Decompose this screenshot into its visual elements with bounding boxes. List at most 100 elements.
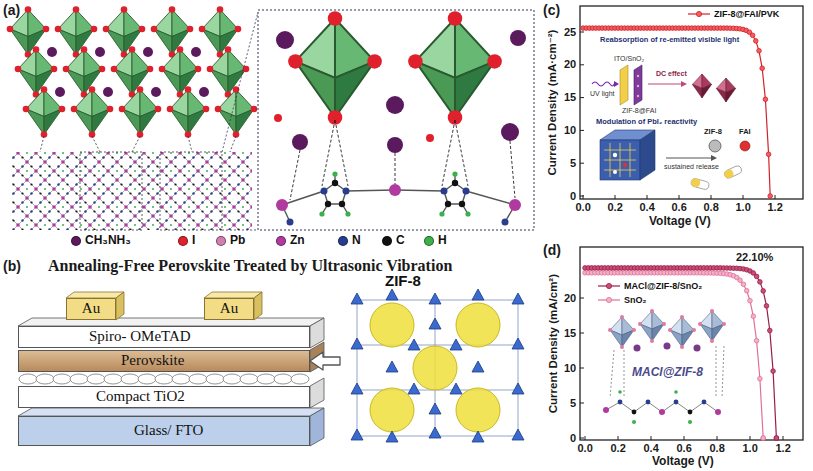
zoom-inset-part: [343, 188, 350, 195]
interface-inset-art-part: [698, 309, 726, 343]
legend-swatch: [382, 236, 392, 246]
interface-inset-art-part: [632, 410, 637, 415]
uv-inset-art-part: [690, 178, 709, 190]
zoom-inset: [258, 10, 534, 230]
device-stack-art-part-part: [87, 374, 105, 384]
tick-label: 0.4: [640, 201, 655, 214]
device-layer: Glass/ FTO: [18, 416, 310, 446]
legend-text: Zn: [290, 234, 305, 248]
mof-framework-part: [222, 230, 258, 231]
inset-label: DC effect: [656, 70, 687, 78]
uv-inset-art-part-part: [690, 178, 701, 188]
device-stack-art-part-part: [206, 374, 224, 384]
zif8-structure-part-part: [370, 388, 414, 432]
data-marker: [758, 280, 763, 285]
zoom-inset-part-part: [322, 120, 335, 186]
uv-inset-art-part: [604, 143, 636, 177]
zoom-inset-part: [290, 120, 515, 200]
mof-framework-part: [160, 152, 222, 230]
zoom-inset-part: [387, 137, 403, 153]
zoom-inset-part: [509, 199, 521, 211]
plot-frame: [580, 247, 803, 440]
zif8-structure-part: [351, 383, 363, 394]
zoom-inset-part: [459, 201, 465, 207]
zif8-structure-part: [472, 361, 484, 372]
perovskite-lattice-part: [151, 87, 161, 97]
inset-label: ZIF-8@FAI: [622, 107, 656, 115]
uv-inset-art-part: [716, 78, 735, 102]
interface-inset-art-part: [694, 345, 701, 352]
uv-inset-art-part: [592, 82, 614, 86]
zoom-inset-part-part: [395, 153, 396, 184]
perovskite-lattice-part: [71, 86, 114, 138]
zoom-inset-part-part: [335, 120, 348, 186]
zoom-inset-part: [319, 211, 324, 216]
tick-mark: [775, 195, 776, 199]
data-marker: [751, 314, 756, 319]
tick-mark: [585, 436, 586, 440]
legend-sample-marker: [696, 12, 701, 17]
zoom-inset-part: [441, 188, 448, 195]
perovskite-lattice-part: [23, 86, 66, 138]
device-stack-art-part-part: [189, 374, 207, 384]
axis-title: Current Density (mA·cm⁻²): [546, 29, 559, 175]
data-marker: [754, 274, 759, 279]
zoom-inset-part: [274, 114, 282, 122]
data-marker: [761, 436, 766, 441]
zoom-inset-part: [463, 188, 470, 195]
perovskite-lattice-part: [103, 87, 113, 97]
zoom-inset-part: [426, 134, 434, 142]
zif8-structure-part: [429, 427, 441, 438]
zoom-inset-part: [452, 171, 457, 176]
tick-label: 0.0: [576, 201, 591, 214]
interface-inset-art-part: [618, 390, 622, 394]
uv-inset-art-part: [666, 157, 712, 158]
perovskite-lattice-part: [95, 47, 105, 57]
legend-text: C: [396, 234, 405, 248]
uv-inset-art-part: [613, 153, 617, 157]
uv-inset-art-part: [711, 155, 717, 161]
zif8-structure-part: [450, 339, 462, 350]
legend-text: N: [352, 234, 361, 248]
node-text: Glass/ FTO: [134, 422, 203, 439]
uv-inset-art-part: [692, 74, 711, 98]
tick-label: 1.0: [743, 442, 758, 455]
tick-mark: [580, 403, 584, 404]
zoom-inset-part-part: [455, 120, 468, 186]
tick-label: 0.2: [608, 201, 623, 214]
zif8-structure-part: [351, 293, 363, 304]
data-marker: [754, 338, 759, 343]
device-stack-art-part-part: [70, 374, 88, 384]
inset-label: ITO/SnO₂: [614, 55, 644, 63]
device-stack-art-part: [18, 318, 324, 326]
zoom-inset-part: [287, 219, 294, 226]
tick-mark: [684, 436, 685, 440]
zoom-inset-part: [276, 199, 288, 211]
device-stack-art-part: [310, 408, 324, 446]
legend-swatch: [338, 236, 348, 246]
device-stack-art-part-part: [240, 374, 258, 384]
jv-curve: [585, 268, 776, 438]
electrode-layer: Au: [204, 298, 254, 320]
zif8-structure-part-part: [456, 303, 500, 347]
data-marker: [774, 436, 779, 441]
tick-mark: [679, 195, 680, 199]
device-stack-art-part-part: [155, 374, 173, 384]
zif8-structure-part: [357, 300, 518, 436]
mof-framework-part: [12, 152, 252, 230]
perovskite-lattice-part: [215, 86, 258, 138]
interface-inset-art: [603, 309, 726, 424]
uv-inset-art-part: [681, 81, 687, 87]
zoom-inset-part: [345, 211, 350, 216]
interface-inset-art-part-part: [624, 350, 625, 398]
node-text: Perovskite: [121, 352, 184, 369]
interface-inset-art-part: [688, 410, 693, 415]
data-marker: [768, 328, 773, 333]
legend-sample: [688, 9, 710, 19]
zoom-inset-part: [282, 174, 515, 222]
zif8-structure-part: [512, 338, 524, 349]
perovskite-lattice-part-part: [132, 136, 140, 152]
tick-mark: [783, 436, 784, 440]
tick-label: 5: [570, 397, 576, 410]
interface-inset-art-part: [674, 390, 678, 394]
